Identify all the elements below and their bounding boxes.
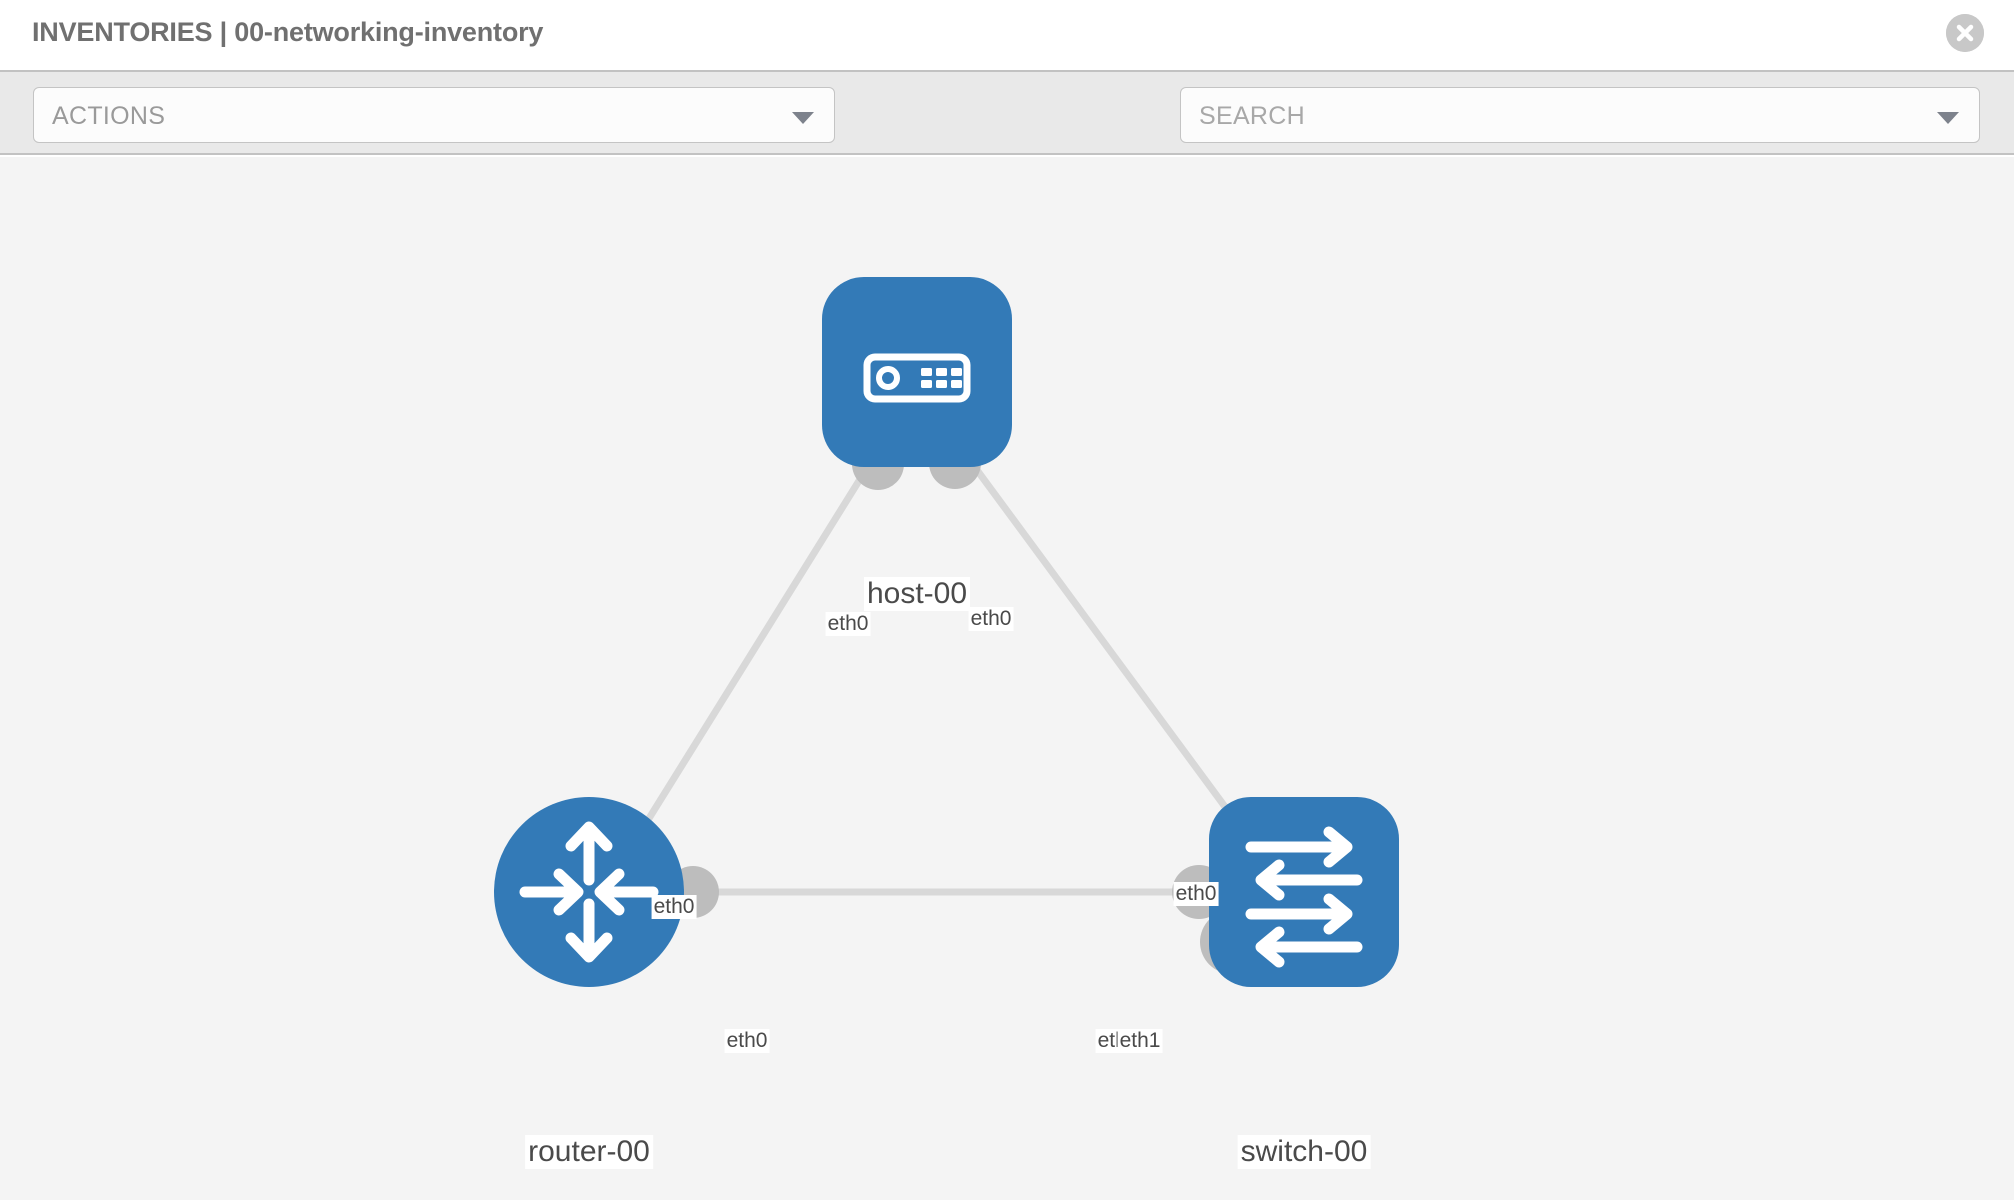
link-group [621, 443, 1266, 896]
actions-dropdown-label: ACTIONS [52, 102, 166, 130]
topology-canvas[interactable]: eth0 eth0 eth0 eth0 eth0 eth0 eth1 host-… [0, 157, 2014, 1200]
interface-label: eth0 [825, 612, 871, 636]
node-label-switch-00: switch-00 [1237, 1135, 1371, 1169]
interface-label: eth0 [724, 1029, 770, 1053]
node-router-00[interactable] [494, 797, 684, 987]
interface-label: eth0 [651, 895, 697, 919]
node-label-router-00: router-00 [525, 1135, 653, 1169]
page-header: INVENTORIES | 00-networking-inventory [0, 0, 2014, 70]
interface-label: eth0 [1173, 882, 1219, 906]
chevron-down-icon [792, 112, 814, 124]
actions-dropdown[interactable]: ACTIONS [33, 87, 835, 143]
router-arrows-icon [519, 821, 659, 963]
server-icon [863, 353, 971, 403]
node-host-00[interactable] [822, 277, 1012, 467]
switch-arrows-icon [1245, 826, 1363, 968]
link-host-router[interactable] [621, 443, 884, 861]
link-host-switch[interactable] [956, 443, 1266, 861]
node-label-host-00: host-00 [863, 577, 971, 611]
close-icon[interactable] [1946, 14, 1984, 52]
topology-graph [494, 277, 1399, 987]
interface-label: eth0 [968, 607, 1014, 631]
toolbar: ACTIONS SEARCH [0, 70, 2014, 197]
chevron-down-icon[interactable] [1937, 112, 1959, 124]
node-switch-00[interactable] [1209, 797, 1399, 987]
search-placeholder: SEARCH [1199, 102, 1305, 130]
interface-label: eth1 [1117, 1029, 1163, 1053]
page-title: INVENTORIES | 00-networking-inventory [32, 17, 544, 47]
search-input[interactable]: SEARCH [1180, 87, 1980, 143]
